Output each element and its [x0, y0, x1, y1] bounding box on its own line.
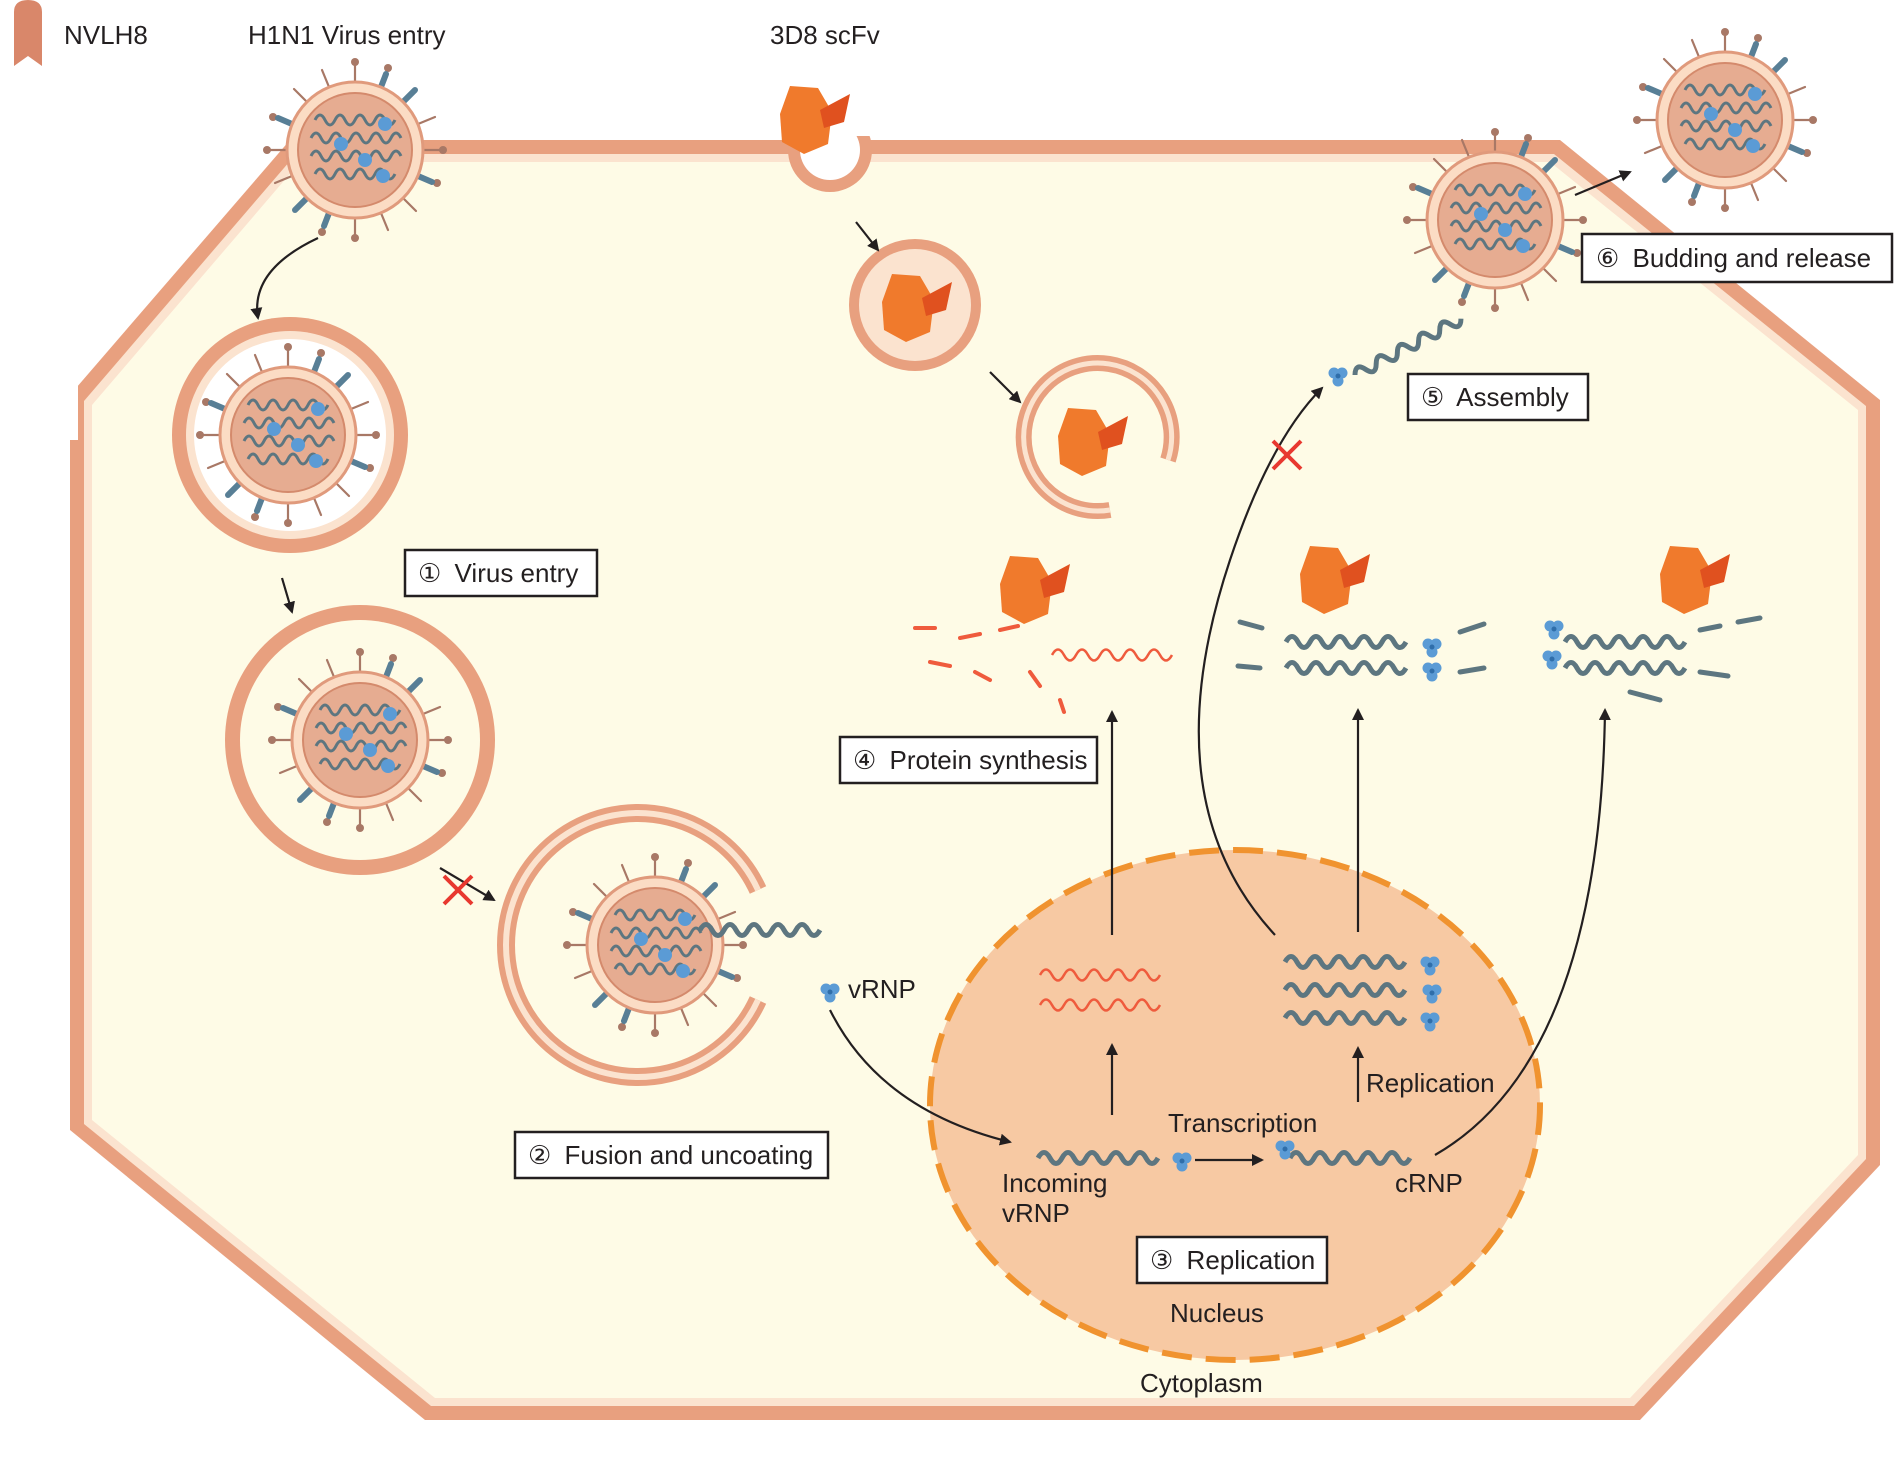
step-box-replication: ③ Replication	[1135, 1235, 1329, 1285]
step-box-assembly: ⑤ Assembly	[1406, 372, 1590, 422]
nucleus	[927, 847, 1543, 1363]
step-label-fusion: Fusion and uncoating	[565, 1140, 814, 1170]
legend: NVLH8	[14, 0, 148, 66]
virus-particle-released	[1633, 28, 1817, 212]
step-label-assembly: Assembly	[1456, 382, 1569, 412]
step-num-5: ⑤	[1421, 382, 1444, 412]
incoming-label-line1: Incoming	[1002, 1168, 1108, 1198]
incoming-label-line2: vRNP	[1002, 1198, 1070, 1228]
crnp-label: cRNP	[1395, 1168, 1463, 1198]
step-label-budding: Budding and release	[1633, 243, 1872, 273]
step-num-4: ④	[853, 745, 876, 775]
crnp-fragments-right	[1627, 615, 1763, 703]
svg-text:④ Protein synthesis: ④ Protein synthesis	[853, 745, 1088, 775]
transcription-label: Transcription	[1168, 1108, 1317, 1138]
step-label-virus-entry: Virus entry	[455, 558, 579, 588]
crnp-fragments-left	[1235, 619, 1487, 675]
svg-text:③ Replication: ③ Replication	[1150, 1245, 1315, 1275]
step-num-2: ②	[528, 1140, 551, 1170]
legend-label: NVLH8	[64, 20, 148, 50]
step-num-6: ⑥	[1596, 243, 1619, 273]
virus-entry-label: H1N1 Virus entry	[248, 20, 446, 50]
vrnp-label: vRNP	[848, 974, 916, 1004]
step-label-protein-synthesis: Protein synthesis	[890, 745, 1088, 775]
nucleus-label: Nucleus	[1170, 1298, 1264, 1328]
step-box-fusion: ② Fusion and uncoating	[513, 1130, 830, 1180]
replication-label: Replication	[1366, 1068, 1495, 1098]
svg-text:⑥ Budding and release: ⑥ Budding and release	[1596, 243, 1871, 273]
step-box-virus-entry: ① Virus entry	[403, 548, 599, 598]
step-box-protein-synthesis: ④ Protein synthesis	[838, 735, 1099, 785]
flow-arrows	[250, 170, 1632, 1166]
svg-text:② Fusion and uncoating: ② Fusion and uncoating	[528, 1140, 813, 1170]
step-num-1: ①	[418, 558, 441, 588]
mrna-fragments	[913, 624, 1066, 714]
scfv-label: 3D8 scFv	[770, 20, 880, 50]
step-box-budding: ⑥ Budding and release	[1580, 232, 1894, 284]
svg-text:① Virus entry: ① Virus entry	[418, 558, 578, 588]
svg-text:⑤ Assembly: ⑤ Assembly	[1421, 382, 1569, 412]
step-num-3: ③	[1150, 1245, 1173, 1275]
cytoplasm-label: Cytoplasm	[1140, 1368, 1263, 1398]
nvlh8-antibody-icon	[14, 0, 42, 66]
step-label-replication: Replication	[1187, 1245, 1316, 1275]
